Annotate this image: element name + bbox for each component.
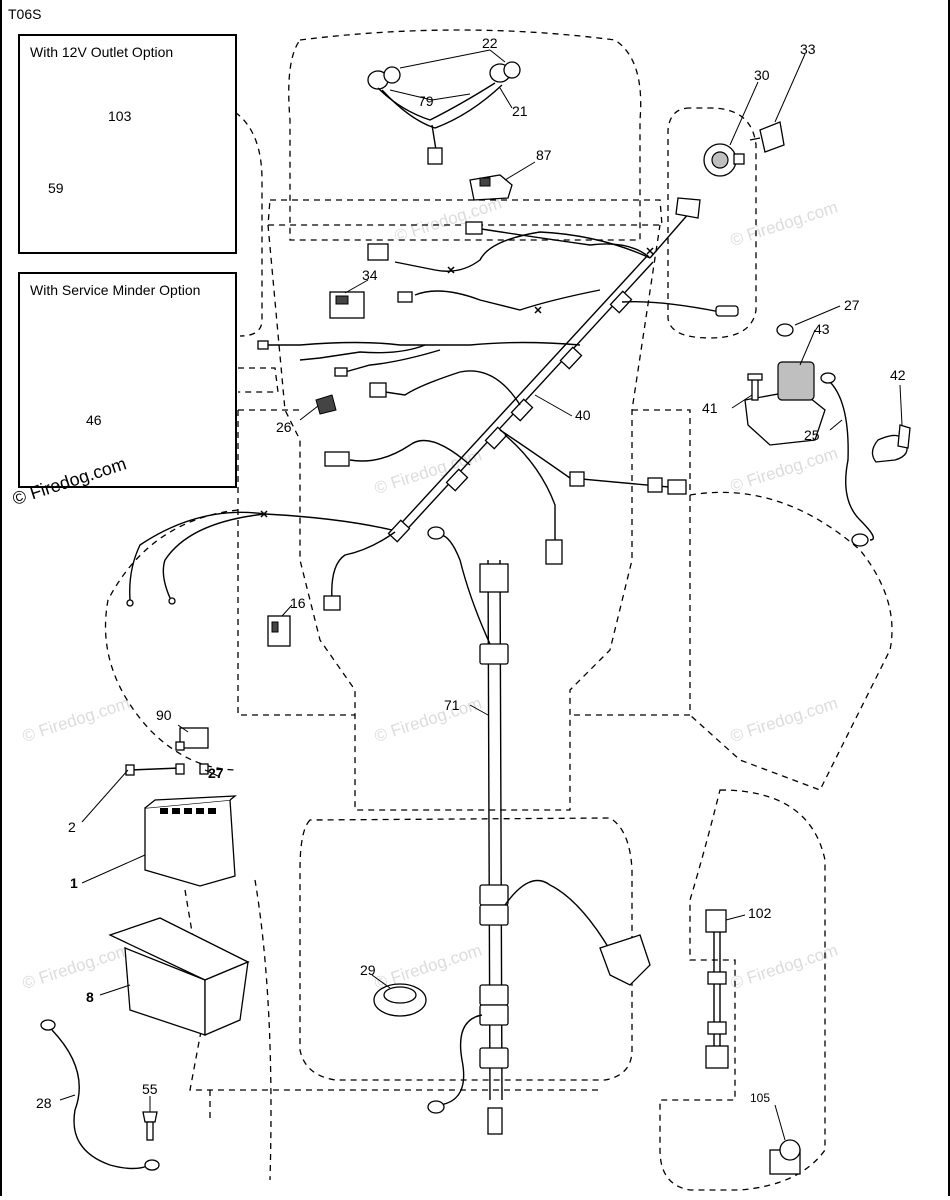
callout-2: 2 (68, 819, 76, 835)
inset-12v-outlet: With 12V Outlet Option 103 59 (18, 34, 237, 254)
callout-41: 41 (702, 400, 718, 416)
connector-16 (267, 615, 291, 647)
callout-55: 55 (142, 1081, 158, 1097)
callout-105: 105 (750, 1091, 770, 1105)
callout-27-battery: 27 (208, 765, 224, 781)
callout-43: 43 (814, 321, 830, 337)
diagram-code: T06S (8, 6, 42, 22)
inset-service-minder: With Service Minder Option 46 (18, 272, 237, 488)
grille-outline (267, 199, 663, 226)
callout-79: 79 (418, 93, 434, 109)
battery-1 (144, 795, 237, 887)
cut-markers (260, 247, 654, 518)
callout-46: 46 (86, 412, 102, 428)
headlight-harness-21 (367, 61, 521, 165)
callout-34: 34 (362, 267, 378, 283)
callout-59: 59 (48, 180, 64, 196)
callout-40: 40 (575, 407, 591, 423)
seat-outline (299, 817, 633, 1081)
switch-34 (329, 291, 365, 319)
bolt-41 (747, 373, 763, 401)
cable-25 (820, 372, 874, 547)
callout-29: 29 (360, 962, 376, 978)
tractor-hood-outline (288, 29, 642, 241)
left-front-wheel-outline (204, 99, 263, 337)
mower-deck-right-outline (689, 491, 893, 791)
right-front-wheel-outline (667, 107, 757, 339)
callout-25: 25 (804, 427, 820, 443)
part-87 (469, 174, 513, 201)
cable-28 (40, 1019, 160, 1171)
main-harness-40 (126, 197, 739, 611)
key-switch-30 (703, 143, 745, 177)
callout-26: 26 (276, 419, 292, 435)
callout-42: 42 (890, 367, 906, 383)
callout-103: 103 (108, 108, 132, 124)
battery-bolt-2 (125, 763, 209, 776)
callout-102: 102 (748, 905, 772, 921)
callout-71: 71 (444, 697, 460, 713)
body-outline (267, 224, 661, 811)
solenoid-43 (744, 323, 826, 446)
callout-21: 21 (512, 103, 528, 119)
mower-deck-left-outline (104, 509, 239, 771)
screw-55 (142, 1111, 158, 1141)
callout-28: 28 (36, 1095, 52, 1111)
rear-right-wheel-outline (659, 789, 826, 1191)
callout-87: 87 (536, 147, 552, 163)
boot-42 (871, 424, 911, 463)
deck-link-outline (238, 367, 300, 411)
right-column-outline (570, 409, 691, 716)
relay-102 (705, 909, 729, 1069)
part-29 (373, 983, 427, 1017)
harness-71 (427, 526, 651, 1135)
callout-22: 22 (482, 35, 498, 51)
callout-16: 16 (290, 595, 306, 611)
part-90 (175, 727, 209, 751)
callout-30: 30 (754, 67, 770, 83)
battery-tray-8 (108, 917, 250, 1036)
part-105 (769, 1139, 801, 1175)
callout-27-solenoid: 27 (844, 297, 860, 313)
left-column-outline (237, 410, 355, 716)
callout-90: 90 (156, 707, 172, 723)
inset-service-minder-title: With Service Minder Option (30, 282, 201, 298)
inset-12v-outlet-title: With 12V Outlet Option (30, 44, 174, 60)
rear-left-wheel-outline (209, 879, 272, 1181)
part-33 (749, 121, 785, 153)
fuse-26 (315, 394, 337, 415)
callout-33: 33 (800, 41, 816, 57)
callout-8: 8 (86, 989, 94, 1005)
callout-1: 1 (70, 875, 78, 891)
